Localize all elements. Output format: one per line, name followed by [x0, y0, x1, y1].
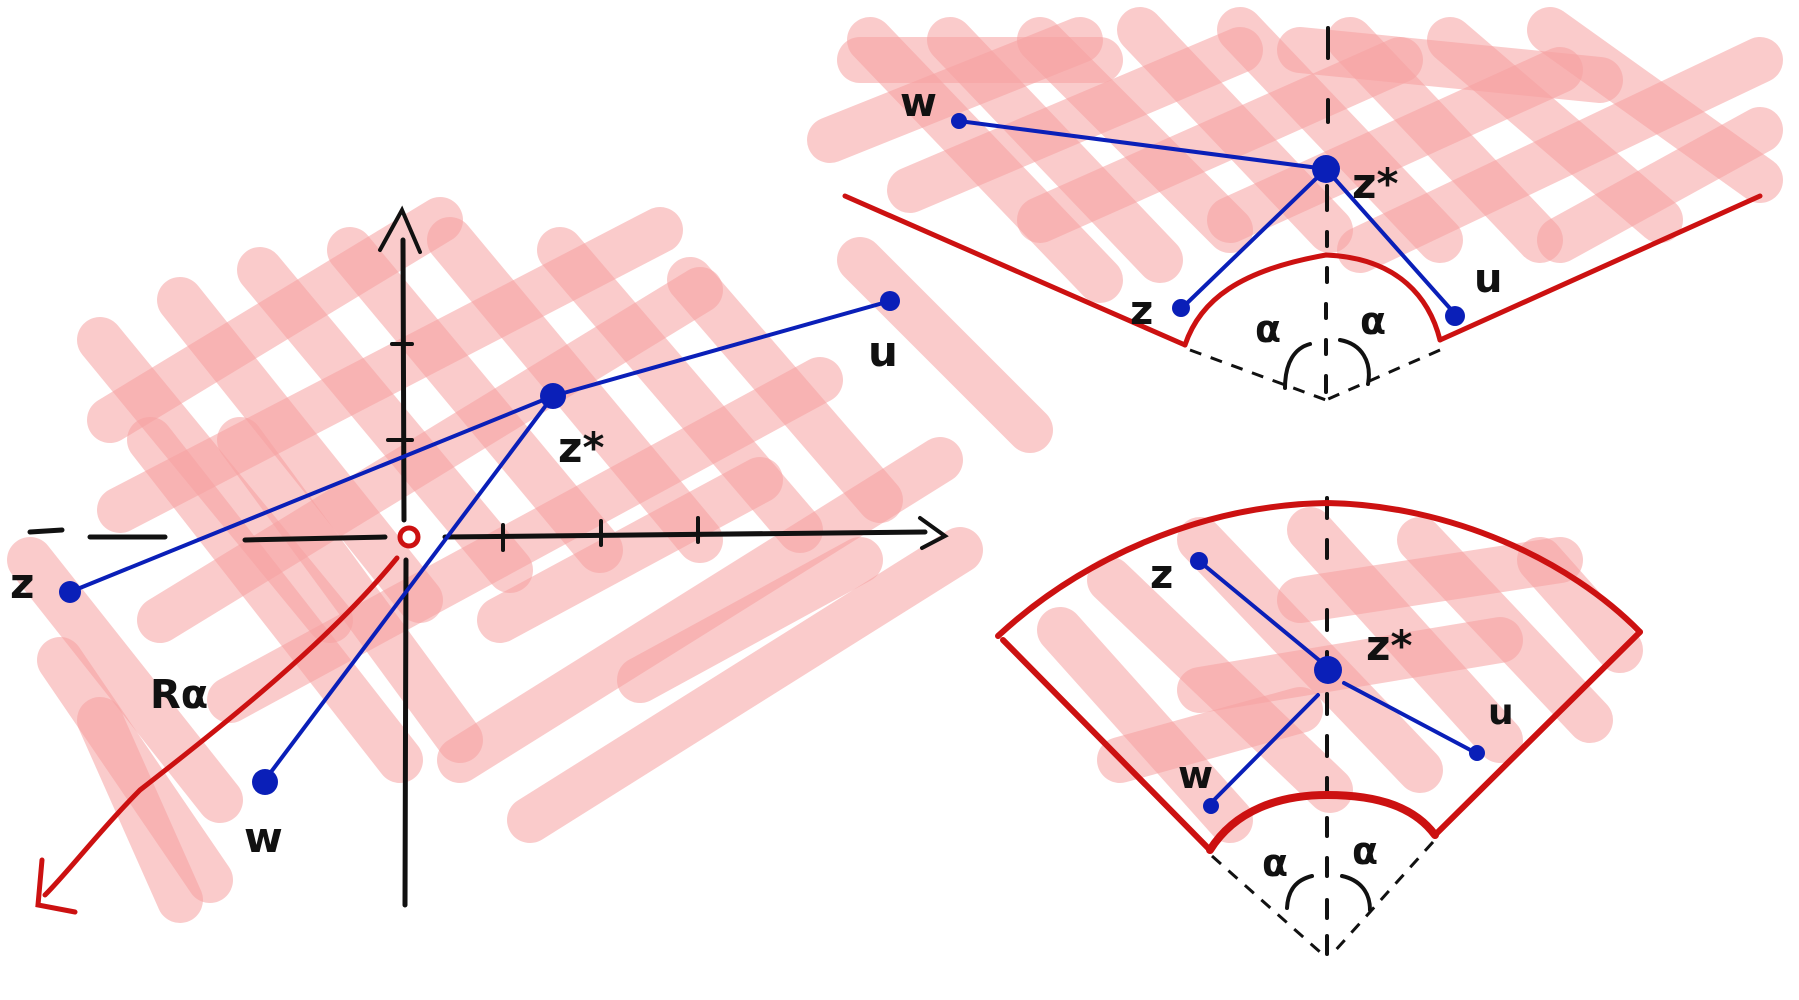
w-label: w: [244, 813, 283, 862]
wedge-lower-u-point: [1469, 745, 1485, 761]
wedge-lower-z-star-label: z*: [1366, 621, 1412, 670]
z-point: [59, 581, 81, 603]
wedge-upper-panel: z* w z u α α: [807, 7, 1783, 402]
u-label: u: [868, 327, 898, 376]
wedge-upper-w-point: [951, 113, 967, 129]
x-axis: [27, 516, 949, 552]
wedge-lower-boundary: [995, 500, 1643, 854]
wedge-upper-dashes: [1189, 348, 1441, 402]
z-star-label: z*: [558, 423, 604, 472]
z-label: z: [10, 559, 34, 608]
wedge-upper-z-star-point: [1312, 155, 1340, 183]
z-star-point: [540, 383, 566, 409]
r-alpha-label: Rα: [150, 672, 208, 718]
wedge-upper-alpha-right: α: [1360, 299, 1386, 343]
wedge-lower-w-point: [1203, 798, 1219, 814]
shaded-region-hatching: [7, 197, 1053, 923]
wedge-lower-blue-segments: [1197, 559, 1478, 805]
u-point: [880, 291, 900, 311]
wedge-upper-axis: [1324, 26, 1330, 394]
wedge-lower-hatching: [1037, 507, 1643, 843]
wedge-upper-z-star-label: z*: [1352, 159, 1398, 208]
wedge-upper-u-point: [1445, 306, 1465, 326]
wedge-lower-angle-marks: [1285, 874, 1372, 912]
wedge-upper-z-label: z: [1130, 288, 1153, 334]
wedge-upper-u-label: u: [1474, 256, 1502, 302]
wedge-upper-w-label: w: [900, 80, 937, 126]
wedge-lower-alpha-left: α: [1262, 841, 1288, 885]
wedge-lower-z-star-point: [1314, 656, 1342, 684]
y-axis: [378, 205, 422, 908]
wedge-upper-boundary: [842, 193, 1763, 348]
wedge-lower-alpha-right: α: [1352, 829, 1378, 873]
wedge-upper-blue-segments: [957, 119, 1457, 316]
wedge-upper-hatching: [807, 7, 1783, 303]
r-alpha-ray: [35, 555, 400, 915]
wedge-lower-u-label: u: [1488, 692, 1514, 733]
wedge-upper-alpha-left: α: [1255, 307, 1281, 351]
wedge-upper-angle-marks: [1283, 338, 1371, 390]
origin-marker: [397, 525, 421, 549]
wedge-lower-z-point: [1190, 552, 1208, 570]
wedge-lower-dashes: [1211, 840, 1435, 954]
w-point: [252, 769, 278, 795]
wedge-lower-z-label: z: [1150, 552, 1173, 598]
wedge-upper-z-point: [1172, 299, 1190, 317]
wedge-lower-w-label: w: [1178, 753, 1213, 797]
blue-segments: [68, 299, 892, 782]
wedge-lower-panel: z* z w u α α: [995, 496, 1643, 956]
cartesian-panel: z* z u w Rα: [7, 197, 1053, 923]
